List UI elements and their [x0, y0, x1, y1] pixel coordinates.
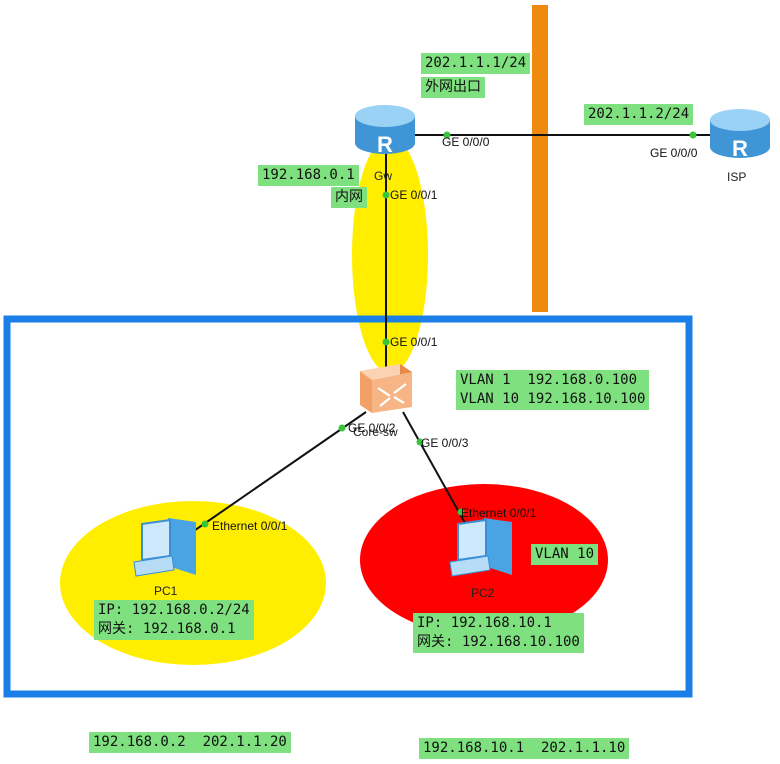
isp-ip-label: 202.1.1.2/24 [584, 104, 694, 125]
svg-text:R: R [377, 132, 393, 157]
isp-device-name: ISP [727, 170, 747, 184]
pc1-computer-icon[interactable] [133, 518, 196, 577]
sw-port-ge001: GE 0/0/1 [390, 335, 438, 349]
pc2-device-name: PC2 [471, 586, 495, 600]
lan-ip-label: 192.168.0.1 [258, 165, 359, 186]
gw-port-ge001: GE 0/0/1 [390, 188, 438, 202]
core-sw-device-name: Core-sw [353, 425, 398, 439]
pc2-config-label: IP: 192.168.10.1 网关: 192.168.10.100 [413, 613, 584, 653]
nat-mapping-pc1: 192.168.0.2 202.1.1.20 [89, 732, 291, 753]
port-dot [457, 508, 465, 516]
core-switch-icon[interactable] [360, 364, 412, 413]
link-sw-pc1 [187, 411, 367, 536]
gw-router-icon[interactable]: R [355, 105, 415, 157]
sw-port-ge002: GE 0/0/2 [348, 421, 396, 435]
isp-port-ge000: GE 0/0/0 [650, 146, 698, 160]
pc1-config-label: IP: 192.168.0.2/24 网关: 192.168.0.1 [94, 600, 254, 640]
switch-vlan-label: VLAN 1 192.168.0.100 VLAN 10 192.168.10.… [456, 370, 650, 410]
pc1-port-eth: Ethernet 0/0/1 [212, 519, 288, 533]
pc1-device-name: PC1 [154, 584, 178, 598]
port-dot [689, 131, 697, 139]
sw-port-ge003: GE 0/0/3 [421, 436, 469, 450]
wan-name-label: 外网出口 [421, 77, 485, 98]
port-dot [201, 520, 209, 528]
isp-router-icon[interactable]: R [710, 109, 770, 161]
svg-text:R: R [732, 136, 748, 161]
port-dot [338, 424, 346, 432]
gw-port-ge000: GE 0/0/0 [442, 135, 490, 149]
wan-ip-label: 202.1.1.1/24 [421, 53, 531, 74]
port-dot [382, 338, 390, 346]
link-sw-pc2 [402, 411, 466, 524]
pc2-computer-icon[interactable] [449, 518, 512, 577]
port-dots [201, 131, 697, 528]
lan-frame [3, 315, 693, 698]
inner-network-zone [352, 137, 428, 373]
port-dot [443, 131, 451, 139]
nat-mapping-pc2: 192.168.10.1 202.1.1.10 [419, 738, 630, 759]
port-dot [416, 438, 424, 446]
lan-name-label: 内网 [331, 187, 367, 208]
port-dot [382, 191, 390, 199]
pc2-port-eth: Ethernet 0/0/1 [461, 506, 537, 520]
gw-device-name: Gw [374, 169, 392, 183]
external-boundary-bar [532, 5, 548, 312]
pc2-vlan-label: VLAN 10 [531, 544, 599, 565]
